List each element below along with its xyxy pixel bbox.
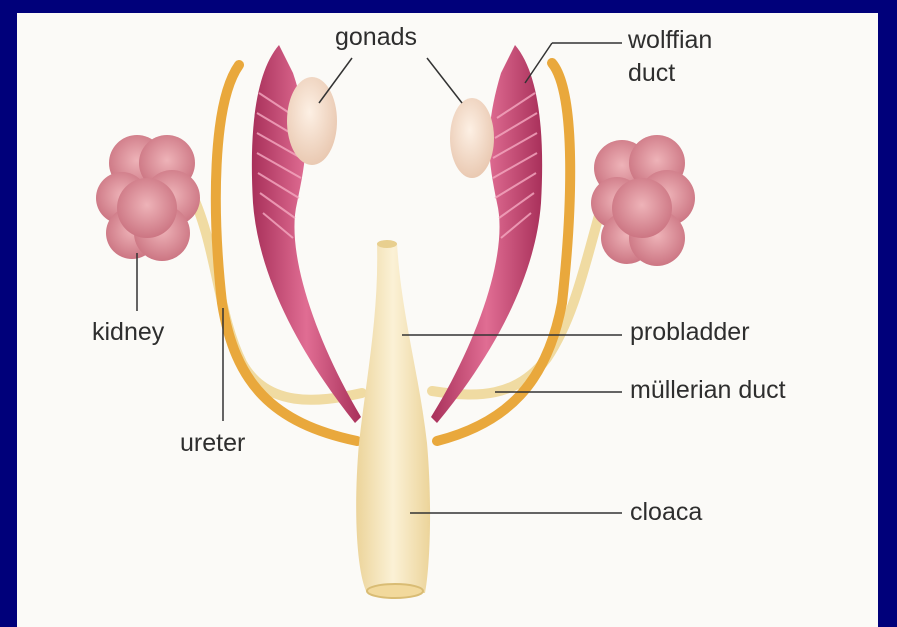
leader-gonads-left <box>319 58 352 103</box>
kidney-right <box>591 135 695 266</box>
probladder-cloaca <box>356 243 430 593</box>
label-ureter: ureter <box>180 431 245 456</box>
label-wolffian-line1: wolffian <box>628 28 712 53</box>
diagram-panel: gonads wolffian duct kidney probladder m… <box>17 13 878 627</box>
label-mullerian-duct: müllerian duct <box>630 378 786 403</box>
leader-gonads-right <box>427 58 462 103</box>
label-kidney: kidney <box>92 320 164 345</box>
gonad-left <box>287 77 337 165</box>
wolffian-duct-right <box>431 45 542 423</box>
cloaca-opening <box>367 584 423 598</box>
gonad-right <box>450 98 494 178</box>
label-probladder: probladder <box>630 320 750 345</box>
label-wolffian-line2: duct <box>628 61 675 86</box>
label-gonads: gonads <box>335 25 417 50</box>
label-cloaca: cloaca <box>630 500 702 525</box>
kidney-left <box>96 135 200 261</box>
probladder-opening <box>377 240 397 248</box>
